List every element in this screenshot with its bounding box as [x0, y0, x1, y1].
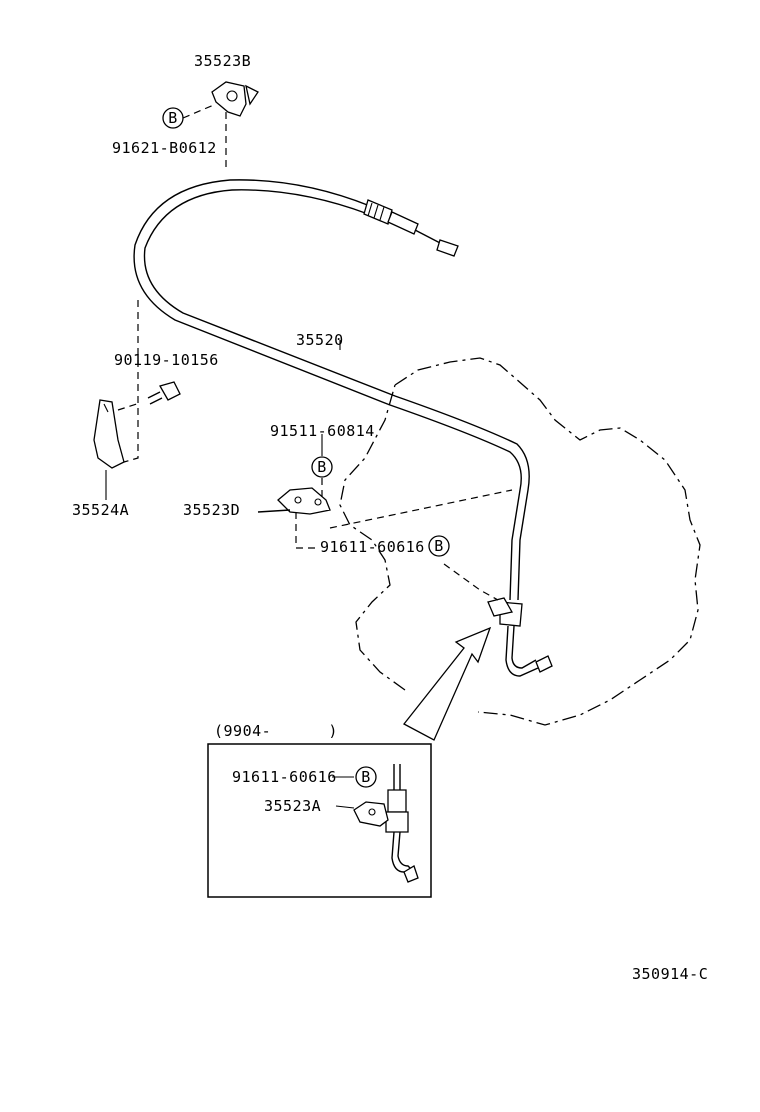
leader-bolt-right: [443, 563, 499, 601]
label-91611-60616: 91611-60616: [320, 538, 425, 556]
bracket-35523d: [257, 487, 331, 515]
diagram-id: 350914-C: [632, 965, 708, 983]
inset-bracket-35523a: [353, 801, 389, 827]
leader-bolt-top: [182, 103, 217, 119]
label-inset-91611-60616: 91611-60616: [232, 768, 337, 786]
label-91621-b0612: 91621-B0612: [112, 139, 217, 157]
transmission-outline: [339, 357, 701, 726]
leader-bolt-left: [117, 402, 141, 411]
inset-box: [207, 743, 432, 898]
label-inset-date: (9904- ): [214, 722, 338, 740]
marker-b-right: B: [428, 535, 450, 557]
bracket-35523b: [211, 81, 259, 117]
label-90119-10156: 90119-10156: [114, 351, 219, 369]
bolt-90119-10156: [147, 381, 181, 405]
pointer-arrow: [403, 626, 492, 741]
label-35523b: 35523B: [194, 52, 251, 70]
label-35524a: 35524A: [72, 501, 129, 519]
leader-bracket-left: [123, 300, 139, 463]
label-35523d: 35523D: [183, 501, 240, 519]
marker-b-inset-text: B: [361, 768, 371, 786]
marker-b-top: B: [162, 107, 184, 129]
leader-inset-bracket: [335, 805, 355, 809]
marker-b-right-text: B: [434, 537, 444, 555]
label-91511-60814: 91511-60814: [270, 422, 375, 440]
inset-cable: [385, 764, 419, 883]
control-cable: [133, 179, 530, 601]
label-35523a: 35523A: [264, 797, 321, 815]
leader-bracket-mid: [295, 512, 318, 549]
marker-b-mid-text: B: [317, 458, 327, 476]
cable-end-upper: [363, 199, 459, 257]
bracket-35524a: [93, 399, 125, 469]
label-35520: 35520: [296, 331, 344, 349]
leader-bracket-mid-right: [329, 489, 513, 529]
marker-b-inset: B: [355, 766, 377, 788]
marker-b-top-text: B: [168, 109, 178, 127]
cable-end-lower: [487, 597, 553, 677]
marker-b-mid: B: [311, 456, 333, 478]
